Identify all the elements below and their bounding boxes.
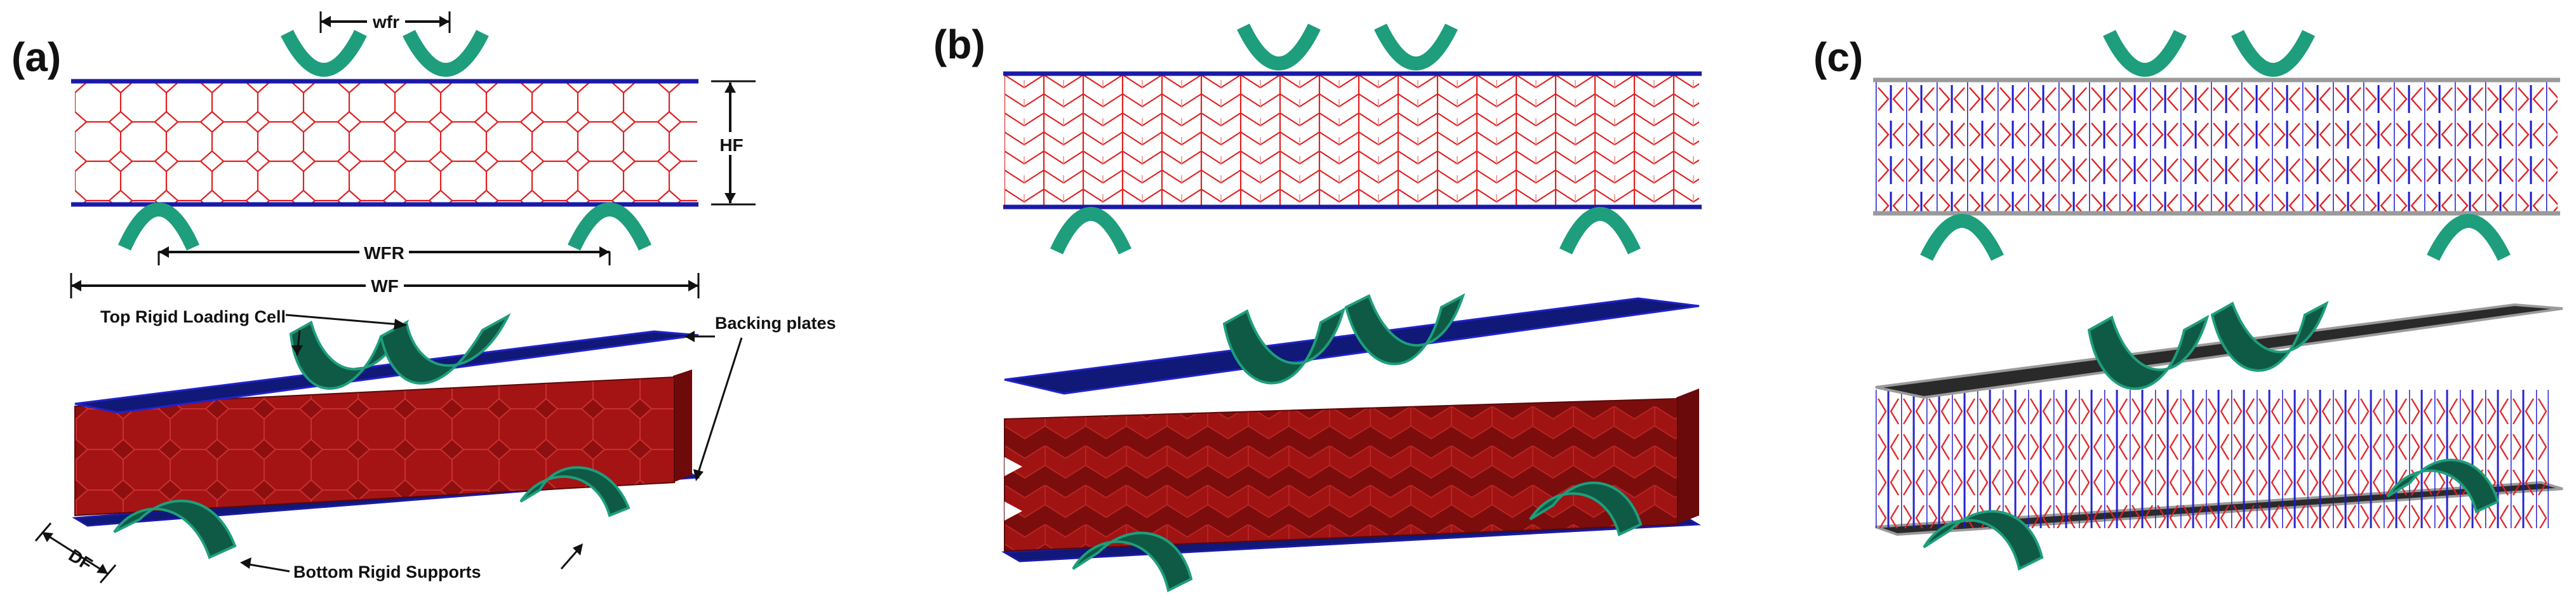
bottom-roller-left-c bbox=[1920, 214, 2004, 261]
panel-c-2d-view bbox=[1873, 30, 2560, 261]
top-roller-left bbox=[281, 30, 367, 77]
wf-label-bg bbox=[366, 274, 404, 296]
top-roller-3d-left-b bbox=[1222, 307, 1346, 385]
df-tick-top bbox=[34, 522, 52, 542]
top-backing-plate bbox=[74, 330, 699, 414]
top-roller-left-b bbox=[1237, 23, 1321, 70]
df-tick-bottom bbox=[99, 564, 117, 583]
reentrant-core-3d bbox=[1004, 397, 1678, 552]
panel-b-2d-view bbox=[1003, 23, 1702, 255]
backing-arrow-bottom bbox=[693, 469, 704, 481]
top-roller-3d-left-c bbox=[2087, 314, 2210, 390]
supports-arrow-left bbox=[240, 557, 251, 569]
wfr-big-label: WFR bbox=[364, 243, 404, 263]
top-roller-right-b bbox=[1374, 23, 1458, 70]
wfr-label-bg bbox=[367, 10, 405, 32]
top-loading-arrow-right bbox=[394, 319, 406, 330]
top-loading-leader-right bbox=[285, 314, 407, 326]
bottom-roller-3d-right-c bbox=[2386, 458, 2500, 514]
supports-arrow-right bbox=[573, 543, 583, 555]
top-roller-3d-right-b bbox=[1344, 293, 1465, 366]
annotation-bottom-supports: Bottom Rigid Supports bbox=[293, 562, 481, 582]
bottom-roller-right bbox=[568, 203, 651, 251]
top-backing-plate-b bbox=[1004, 297, 1700, 395]
backing-arrow-top bbox=[684, 331, 695, 342]
panel-a-2d-view: wfr HF WFR WF bbox=[70, 10, 756, 298]
supports-leader-right bbox=[560, 548, 580, 569]
panel-b-3d-view bbox=[1001, 293, 1702, 592]
bottom-roller-left bbox=[117, 203, 200, 251]
lattice-core-2d bbox=[1876, 81, 2558, 212]
wfr-big-label-bg bbox=[359, 241, 409, 263]
bottom-roller-3d-left-c bbox=[1923, 510, 2044, 571]
top-roller-3d-right-c bbox=[2210, 300, 2329, 372]
core-notch-2 bbox=[1004, 502, 1022, 521]
bottom-roller-3d-left bbox=[113, 500, 237, 559]
bottom-roller-3d-left-b bbox=[1072, 531, 1193, 592]
wf-label: WF bbox=[371, 276, 399, 296]
bottom-roller-left-b bbox=[1050, 207, 1132, 255]
bottom-roller-3d-right bbox=[519, 466, 631, 517]
backing-leader-bottom bbox=[696, 337, 743, 477]
wfr-label: wfr bbox=[372, 12, 399, 32]
top-loading-arrow-left bbox=[291, 345, 303, 356]
reentrant-core-2d bbox=[1004, 75, 1699, 206]
top-roller-left-c bbox=[2103, 30, 2187, 77]
annotation-backing-plates: Backing plates bbox=[715, 314, 836, 333]
panel-label-c: (c) bbox=[1813, 34, 1863, 80]
top-roller-right-c bbox=[2231, 30, 2315, 77]
panel-label-a: (a) bbox=[11, 34, 61, 80]
core-side bbox=[673, 369, 692, 482]
supports-leader-left bbox=[244, 562, 290, 573]
core-side-b bbox=[1676, 389, 1699, 524]
bottom-roller-right-c bbox=[2427, 214, 2511, 261]
df-dim-line bbox=[41, 531, 109, 575]
panel-c-3d-view bbox=[1875, 300, 2563, 571]
top-roller-right bbox=[403, 30, 489, 77]
core-notch-1 bbox=[1004, 457, 1022, 476]
top-roller-3d-right bbox=[379, 313, 511, 385]
panel-a-3d-view: DF Top Rigid Loading Cell Backing plates… bbox=[34, 307, 836, 583]
hf-label: HF bbox=[719, 135, 743, 155]
honeycomb-core-2d bbox=[75, 83, 697, 203]
bottom-roller-3d-right-b bbox=[1529, 481, 1643, 536]
df-arrows bbox=[42, 532, 108, 574]
bottom-roller-right-b bbox=[1559, 207, 1641, 255]
honeycomb-core-3d bbox=[74, 376, 675, 517]
hf-label-bg bbox=[714, 132, 749, 155]
annotation-top-loading: Top Rigid Loading Cell bbox=[100, 307, 286, 326]
lattice-core-3d bbox=[1876, 390, 2549, 528]
panel-label-b: (b) bbox=[933, 22, 985, 67]
